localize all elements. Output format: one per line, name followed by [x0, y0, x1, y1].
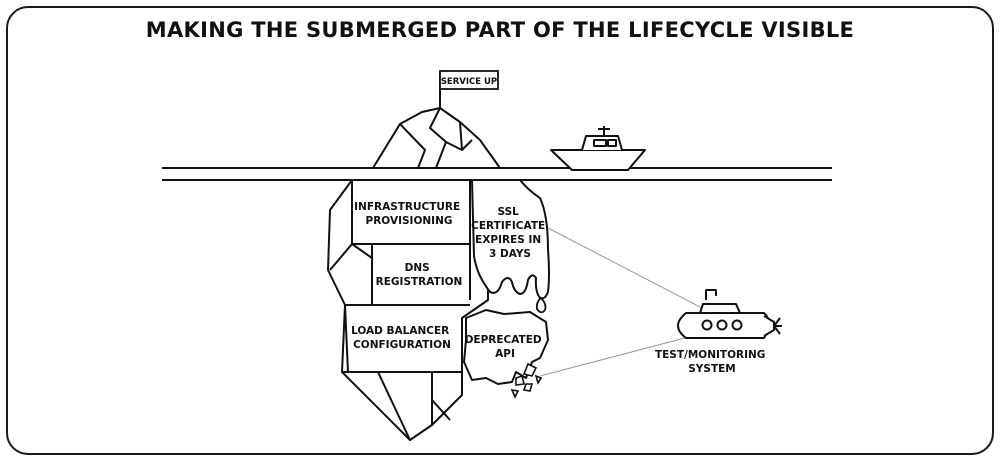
- ssl-block: [471, 179, 550, 314]
- deprecated-label: DEPRECATED API: [465, 334, 546, 360]
- iceberg-tip: [372, 107, 501, 169]
- submarine-label: TEST/MONITORING SYSTEM: [655, 349, 769, 375]
- diagram-title: MAKING THE SUBMERGED PART OF THE LIFECYC…: [145, 18, 855, 42]
- load-balancer-label: LOAD BALANCER CONFIGURATION: [351, 325, 453, 351]
- flag-label: SERVICE UP: [441, 77, 497, 87]
- flag-icon: SERVICE UP: [439, 70, 499, 108]
- ssl-label: SSL CERTIFICATE EXPIRES IN 3 DAYS: [471, 206, 549, 260]
- deprecated-block: [463, 309, 549, 399]
- connector-ssl: [547, 227, 707, 311]
- boat-icon: [550, 126, 646, 171]
- dns-label: DNS REGISTRATION: [376, 262, 463, 288]
- iceberg-body: [327, 179, 489, 441]
- submarine-icon: [677, 289, 782, 339]
- connector-deprecated: [539, 333, 701, 377]
- infrastructure-label: INFRASTRUCTURE PROVISIONING: [354, 201, 464, 227]
